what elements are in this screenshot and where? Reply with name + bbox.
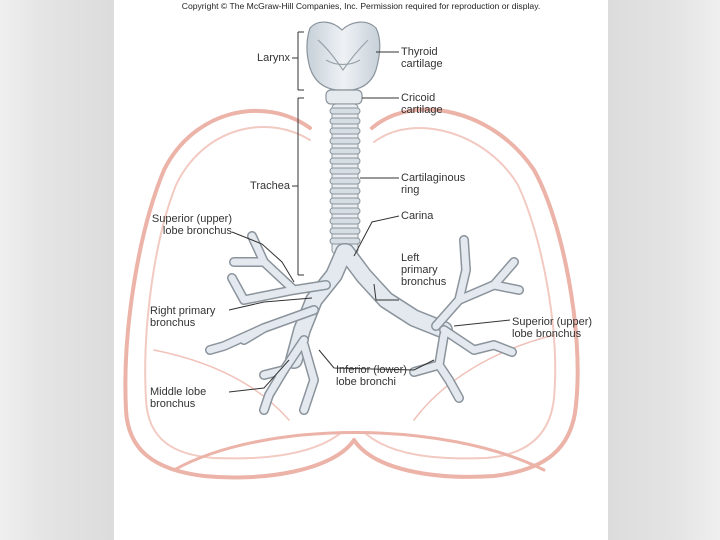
label-superior-lobe-bronchus-left: Superior (upper) lobe bronchus (512, 316, 593, 340)
label-superior-lobe-bronchus-right: Superior (upper) lobe bronchus (151, 213, 232, 237)
right-lung-outline (123, 108, 356, 480)
lung-outlines (123, 107, 580, 480)
fissure-right (153, 349, 290, 421)
label-cartilaginous-ring: Cartilaginous ring (401, 172, 466, 196)
right-frame-panel (608, 0, 720, 540)
copyright-notice: Copyright © The McGraw-Hill Companies, I… (181, 1, 541, 11)
respiratory-tree-diagram (123, 21, 580, 480)
label-carina: Carina (401, 210, 434, 222)
right-lung-inner (144, 126, 343, 460)
cricoid-cartilage-shape (325, 89, 363, 105)
label-inferior-lobe-bronchi: Inferior (lower) lobe bronchi (336, 364, 407, 388)
label-middle-lobe-bronchus: Middle lobe bronchus (150, 386, 207, 410)
larynx-shape (306, 21, 381, 105)
trachea-bracket (292, 97, 304, 276)
trachea-shape (329, 103, 361, 255)
thyroid-cartilage-shape (306, 21, 381, 91)
label-larynx: Larynx (256, 52, 290, 64)
label-trachea: Trachea (250, 180, 290, 192)
bronchial-tree (205, 231, 524, 415)
left-lung-inner (363, 127, 557, 460)
label-left-primary-bronchus: Left primary bronchus (401, 252, 447, 288)
label-thyroid-cartilage: Thyroid cartilage (401, 46, 443, 70)
larynx-bracket (292, 31, 304, 91)
left-frame-panel (0, 0, 114, 540)
label-right-primary-bronchus: Right primary bronchus (150, 305, 216, 329)
slide: Copyright © The McGraw-Hill Companies, I… (114, 0, 608, 540)
diaphragm-curve (172, 431, 546, 472)
label-cricoid-cartilage: Cricoid cartilage (401, 92, 443, 116)
fissure-left (413, 334, 555, 421)
leader-lines (228, 31, 511, 393)
left-lung-outline (352, 107, 580, 479)
